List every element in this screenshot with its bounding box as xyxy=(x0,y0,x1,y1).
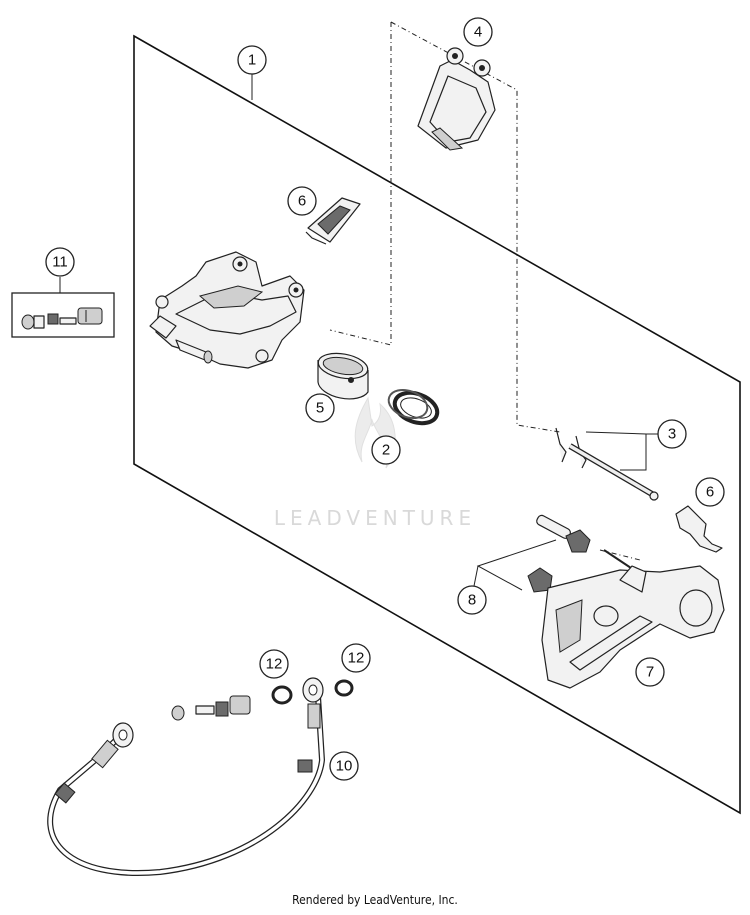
brake-hose xyxy=(47,677,326,876)
svg-text:3: 3 xyxy=(668,426,676,443)
callout-5: 5 xyxy=(305,393,335,423)
svg-text:8: 8 xyxy=(468,592,476,609)
svg-text:12: 12 xyxy=(348,650,365,667)
callout-11: 11 xyxy=(45,247,75,277)
svg-text:7: 7 xyxy=(646,664,654,681)
watermark: LEADVENTURE xyxy=(274,396,476,530)
callout-12-right: 12 xyxy=(341,643,371,673)
dash-line-pads xyxy=(329,22,392,346)
bleeder-screw-loose xyxy=(171,695,251,721)
callout-1: 1 xyxy=(237,45,267,75)
footer-credit: Rendered by LeadVenture, Inc. xyxy=(292,893,458,907)
dash-line-bracket xyxy=(599,549,641,561)
caliper-bracket xyxy=(541,565,725,689)
callout-6-lower: 6 xyxy=(695,477,725,507)
watermark-text: LEADVENTURE xyxy=(274,506,476,530)
callout-8: 8 xyxy=(457,585,487,615)
svg-text:4: 4 xyxy=(474,24,482,41)
svg-text:6: 6 xyxy=(298,193,306,210)
svg-text:11: 11 xyxy=(52,254,68,271)
svg-text:2: 2 xyxy=(382,442,390,459)
pad-spring-upper xyxy=(305,197,361,245)
pad-spring-lower xyxy=(675,505,723,553)
callout-10: 10 xyxy=(329,751,359,781)
leader-8 xyxy=(473,565,479,587)
callout-4: 4 xyxy=(463,17,493,47)
piston xyxy=(317,352,369,400)
piston-seals xyxy=(387,388,440,426)
callout-12-left: 12 xyxy=(259,649,289,679)
callout-7: 7 xyxy=(635,657,665,687)
brake-pads xyxy=(417,47,496,151)
caliper-pin-set xyxy=(555,427,659,501)
svg-text:5: 5 xyxy=(316,400,324,417)
guide-pins xyxy=(476,514,635,593)
svg-text:10: 10 xyxy=(336,758,353,775)
washers xyxy=(271,679,354,705)
svg-text:1: 1 xyxy=(248,52,256,69)
svg-text:6: 6 xyxy=(706,484,714,501)
kit-panel xyxy=(133,34,741,815)
callout-6-upper: 6 xyxy=(287,186,317,216)
callout-3: 3 xyxy=(657,419,687,449)
bleeder-screw-set xyxy=(11,277,115,338)
callout-2: 2 xyxy=(371,435,401,465)
svg-text:12: 12 xyxy=(266,656,283,673)
caliper-body xyxy=(149,251,305,369)
